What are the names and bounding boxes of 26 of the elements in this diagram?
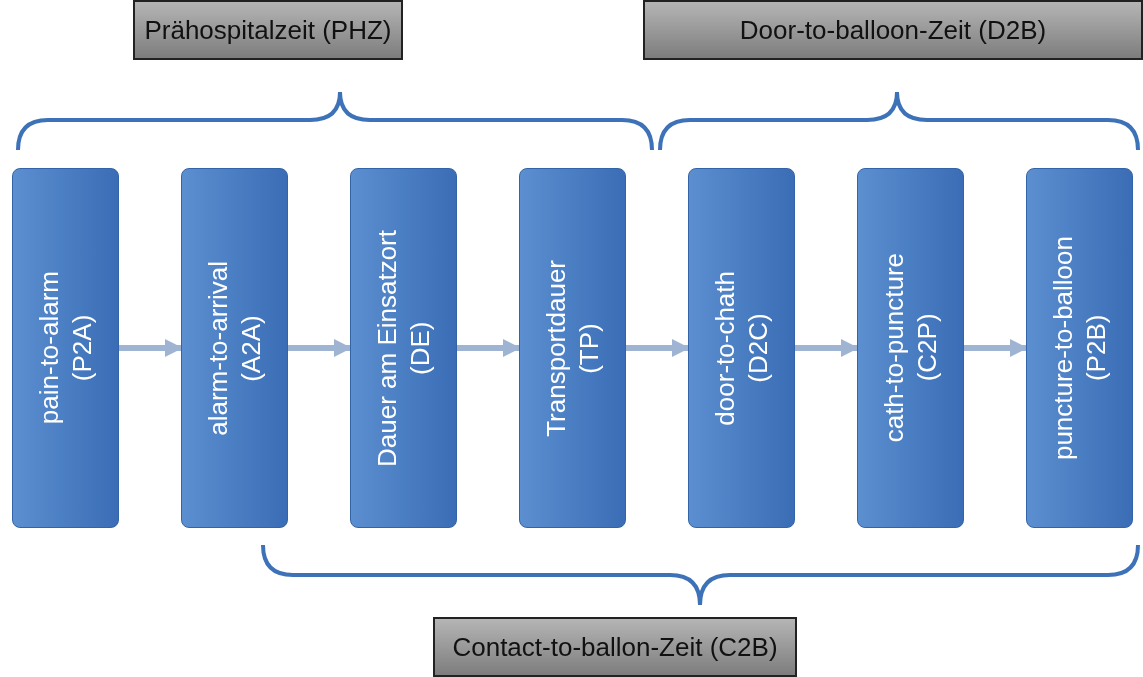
- process-box: [519, 168, 626, 528]
- heading-box: [133, 0, 403, 60]
- process-box: [350, 168, 457, 528]
- phase-title: Prähospitalzeit (PHZ): [144, 14, 392, 46]
- phase-title: Contact-to-ballon-Zeit (C2B): [452, 631, 778, 663]
- arrow: [795, 339, 859, 357]
- step-label: cath-to-puncture (C2P): [878, 253, 943, 443]
- heading-box: [643, 0, 1143, 60]
- step-label: Dauer am Einsatzort (DE): [371, 229, 436, 467]
- arrow: [964, 339, 1028, 357]
- process-box: [12, 168, 119, 528]
- step-label: pain-to-alarm (P2A): [33, 271, 98, 425]
- arrow: [119, 339, 183, 357]
- arrow: [626, 339, 690, 357]
- arrow: [288, 339, 352, 357]
- step-label: puncture-to-balloon (P2B): [1047, 235, 1112, 460]
- process-box: [1026, 168, 1133, 528]
- process-box: [857, 168, 964, 528]
- process-box: [688, 168, 795, 528]
- step-label: Transportdauer (TP): [540, 259, 605, 437]
- process-box: [181, 168, 288, 528]
- arrow: [457, 339, 521, 357]
- step-label: door-to-chath (D2C): [709, 270, 774, 426]
- step-label: alarm-to-arrival (A2A): [202, 260, 267, 436]
- heading-box: [433, 617, 797, 677]
- phase-title: Door-to-balloon-Zeit (D2B): [739, 14, 1047, 46]
